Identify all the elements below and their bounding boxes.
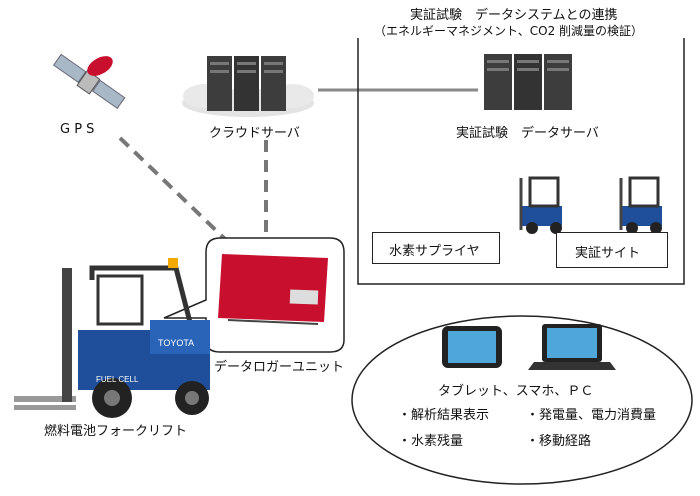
gps-label: G P S [60,122,95,137]
small-forklift-icon [519,176,562,234]
cloud-server-icon [182,56,314,117]
device-item: ・水素残量 [398,434,464,449]
data-system-bracket [357,38,685,285]
device-item: ・解析結果表示 [398,408,490,423]
gps-satellite-icon [53,53,126,110]
device-item: ・発電量、電力消費量 [526,408,657,423]
demo-site-box: 実証サイト [556,232,668,268]
small-forklift-icon [619,176,662,234]
devices-ellipse [351,315,693,485]
fuel-cell-forklift-icon: TOYOTA FUEL CELL [14,258,210,418]
gps-link-line [118,136,228,242]
svg-text:TOYOTA: TOYOTA [158,338,194,348]
demo-site-label: 実証サイト [575,246,641,261]
hydrogen-supplier-label: 水素サプライヤ [389,244,480,259]
hydrogen-supplier-box: 水素サプライヤ [372,232,500,264]
devices-heading: タブレット、スマホ、ＰＣ [438,384,594,399]
data-server-label: 実証試験 データサーバ [456,126,599,141]
cloud-server-label: クラウドサーバ [209,126,300,141]
title-line-2: （エネルギーマネジメント、CO2 削減量の検証） [374,24,644,38]
laptop-icon [528,324,616,370]
title-line-1: 実証試験 データシステムとの連携 [410,8,618,23]
data-logger-label: データロガーユニット [214,360,345,375]
forklift-label: 燃料電池フォークリフト [44,424,188,439]
tablet-icon [442,326,502,368]
data-server-icon [484,54,572,110]
device-item: ・移動経路 [526,434,592,449]
svg-text:FUEL CELL: FUEL CELL [96,375,139,384]
data-logger-icon [218,254,328,325]
